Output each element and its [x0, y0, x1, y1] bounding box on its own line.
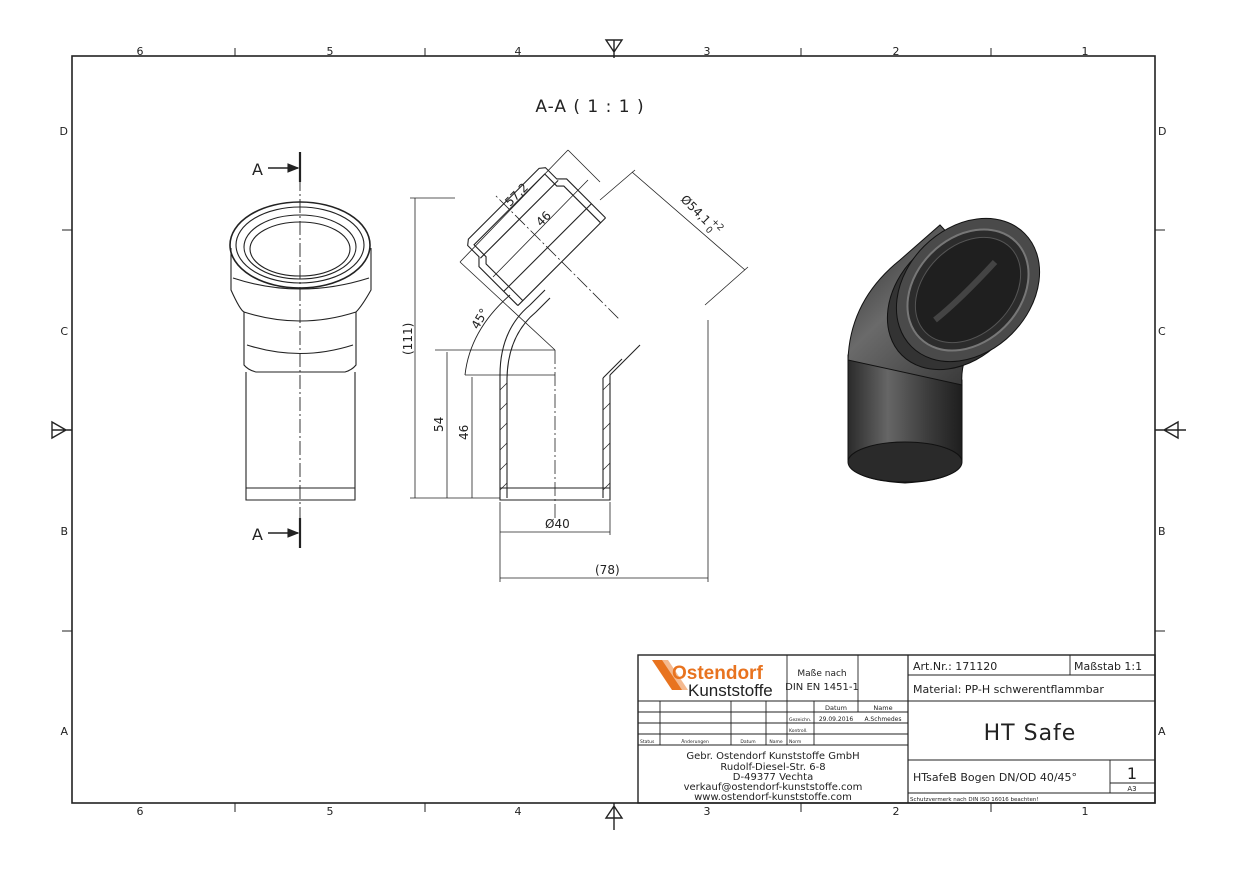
dim-height-46: 46 — [457, 425, 471, 440]
row-label-right: C — [1158, 325, 1166, 338]
row-label-left: B — [60, 525, 68, 538]
dim-height-54: 54 — [432, 417, 446, 432]
col-label-top: 2 — [893, 45, 900, 58]
row-label-right: A — [1158, 725, 1166, 738]
logo-bottom: Kunststoffe — [688, 681, 773, 700]
section-marker-bottom: A — [252, 525, 263, 544]
row-label-left: A — [60, 725, 68, 738]
product-name: HT Safe — [984, 721, 1077, 746]
sheet-number: 1 — [1127, 764, 1137, 783]
row-label-right: B — [1158, 525, 1166, 538]
dim-insert-top: 46 — [533, 208, 554, 229]
norm-line1: Maße nach — [797, 669, 846, 679]
title-block-texts: Maße nach DIN EN 1451-1 Datum Name Gezei… — [640, 660, 1142, 803]
col-label-bottom: 3 — [704, 805, 711, 818]
col-label-top: 3 — [704, 45, 711, 58]
col-datum: Datum — [825, 704, 847, 712]
row-norm: Norm — [789, 739, 801, 745]
col-label-top: 5 — [327, 45, 334, 58]
col-label-top: 4 — [515, 45, 522, 58]
norm-line2: DIN EN 1451-1 — [785, 682, 859, 693]
description: HTsafeB Bogen DN/OD 40/45° — [913, 771, 1077, 784]
pipe-3d-render — [847, 217, 1041, 484]
col-name: Name — [873, 704, 892, 712]
row-label-left: D — [60, 125, 68, 138]
company-logo: Ostendorf Kunststoffe — [652, 660, 773, 700]
dim-diameter: Ø54,1 — [678, 192, 713, 227]
row-kontroll: Kontroll. — [789, 728, 808, 734]
company-name: Gebr. Ostendorf Kunststoffe GmbH — [686, 751, 859, 762]
dimension-texts: 57,2 46 Ø54,1 +2 0 45° (111) 54 46 Ø40 (… — [401, 180, 725, 577]
section-title: A-A ( 1 : 1 ) — [535, 97, 644, 117]
company-city: D-49377 Vechta — [733, 772, 813, 783]
company-street: Rudolf-Diesel-Str. 6-8 — [720, 762, 825, 773]
material: Material: PP-H schwerentflammbar — [913, 683, 1104, 696]
front-view — [229, 152, 372, 548]
col-label-top: 6 — [137, 45, 144, 58]
art-nr: Art.Nr.: 171120 — [913, 660, 997, 673]
section-marker-top: A — [252, 160, 263, 179]
title-block — [637, 654, 1156, 804]
dim-angle: 45° — [468, 306, 491, 331]
dimension-lines — [410, 149, 749, 582]
row-label-right: D — [1158, 125, 1166, 138]
col-name2: Name — [769, 739, 783, 745]
massstab: Maßstab 1:1 — [1074, 660, 1142, 673]
dim-bottom-diameter: Ø40 — [545, 517, 570, 531]
dim-height-total: (111) — [401, 323, 415, 355]
col-label-bottom: 5 — [327, 805, 334, 818]
drawing-frame — [51, 39, 1186, 830]
row-datum-value: 29.09.2016 — [819, 716, 854, 723]
dim-width-total: (78) — [595, 563, 620, 577]
company-web: www.ostendorf-kunststoffe.com — [694, 792, 852, 803]
col-aenderungen: Änderungen — [681, 738, 709, 745]
row-name-value: A.Schmedes — [865, 716, 902, 723]
logo-top: Ostendorf — [672, 663, 763, 684]
col-label-top: 1 — [1082, 45, 1089, 58]
row-gezeichnet: Gezeichn. — [789, 717, 811, 723]
sheet-format: A3 — [1127, 785, 1136, 793]
company-email: verkauf@ostendorf-kunststoffe.com — [684, 782, 863, 793]
protection-note: Schutzvermerk nach DIN ISO 16016 beachte… — [910, 797, 1039, 803]
dim-length-top: 57,2 — [502, 180, 531, 209]
row-label-left: C — [60, 325, 68, 338]
col-label-bottom: 6 — [137, 805, 144, 818]
col-label-bottom: 1 — [1082, 805, 1089, 818]
frame-labels: 6 5 4 3 2 1 6 5 4 3 2 1 D C B A D C B A — [60, 45, 1167, 818]
col-datum2: Datum — [740, 739, 755, 745]
section-view — [435, 167, 641, 520]
col-label-bottom: 2 — [893, 805, 900, 818]
col-label-bottom: 4 — [515, 805, 522, 818]
dim-tol-lower: 0 — [703, 225, 714, 236]
col-status: Status — [640, 739, 655, 745]
